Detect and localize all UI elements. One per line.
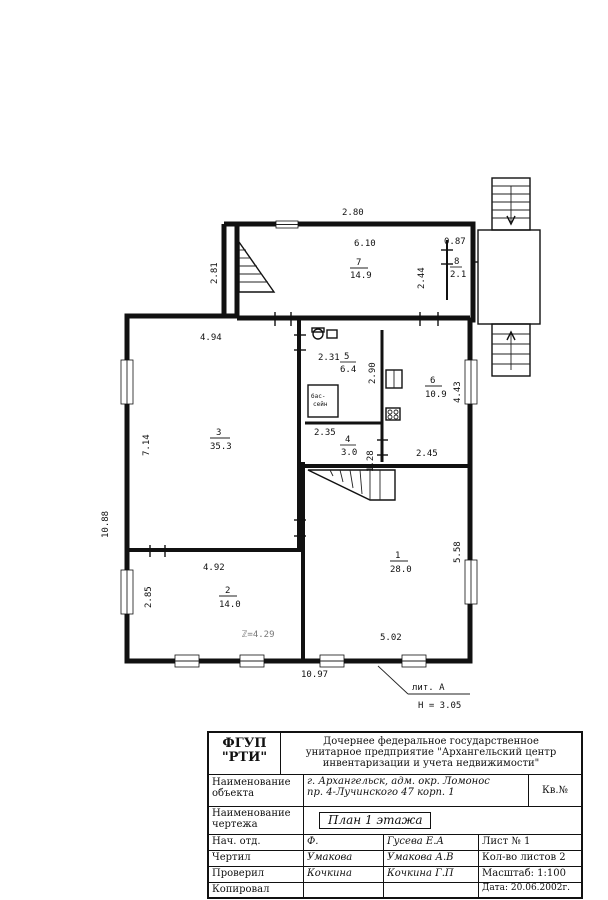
room-number: 4 (345, 435, 350, 445)
room-labels: 7 14.9 8 2.1 3 35.3 5 6.4 6 10.9 4 3.0 2… (210, 257, 466, 640)
room-area: 6.4 (340, 365, 356, 375)
sheet-count: Кол-во листов 2 (479, 851, 581, 867)
apt-label: Кв.№ (529, 775, 581, 807)
drawing-label: Наименование чертежа (209, 807, 304, 835)
room-area: 35.3 (210, 442, 232, 452)
dim-room7-height: 2.44 (417, 267, 427, 289)
signature (304, 883, 384, 899)
height-annotation: лит. А H = 3.05 (377, 665, 470, 711)
dim-room1-height: 5.58 (453, 541, 463, 563)
floor-plan: 2.80 0.87 6.10 2.81 2.44 4.94 2.31 2.90 … (101, 177, 541, 711)
room-area: 10.9 (425, 390, 447, 400)
room-area: 14.0 (219, 600, 241, 610)
dim-room3-width: 4.94 (200, 333, 222, 343)
toilet (312, 328, 324, 340)
scale: Масштаб: 1:100 (479, 867, 581, 883)
date: Дата: 20.06.2002г. (482, 883, 571, 893)
sink (326, 329, 338, 339)
org-name: Дочернее федеральное государственное уни… (281, 733, 581, 775)
stove (385, 407, 401, 421)
person-name (384, 883, 479, 899)
org-logo: ФГУП "РТИ" (209, 733, 281, 775)
dim-room5-height: 2.90 (368, 362, 378, 384)
room-number: 8 (454, 257, 459, 267)
dim-total-width: 10.97 (301, 670, 328, 680)
person-name: Кочкина Г.П (384, 867, 479, 883)
role-label: Нач. отд. (209, 835, 304, 851)
room-number: 2 (225, 586, 230, 596)
drawing-value: План 1 этажа (319, 812, 432, 830)
dim-top-width: 2.80 (342, 208, 364, 218)
room-area: 3.0 (341, 448, 357, 458)
outer-walls (124, 221, 476, 664)
signature: Умакова (304, 851, 384, 867)
person-name: Гусева Е.А (384, 835, 479, 851)
role-label: Чертил (209, 851, 304, 867)
fixtures (307, 327, 403, 421)
room-number: 3 (216, 428, 221, 438)
dim-room2-height: 2.85 (144, 586, 154, 608)
stairs-room7 (238, 239, 276, 293)
role-label: Проверил (209, 867, 304, 883)
role-label: Копировал (209, 883, 304, 899)
signature: Кочкина (304, 867, 384, 883)
room-area: 2.1 (450, 270, 466, 280)
lit-label: лит. А (412, 683, 445, 693)
height-label: H = 3.05 (418, 701, 461, 711)
dim-room5-width: 2.31 (318, 353, 340, 363)
bath-label: бас- (311, 393, 325, 400)
interior-walls (129, 240, 470, 661)
stairs-room1 (307, 469, 396, 501)
dim-right-total: 0.87 (444, 237, 466, 247)
dim-room6-width: 2.45 (416, 449, 438, 459)
dimension-labels: 2.80 0.87 6.10 2.81 2.44 4.94 2.31 2.90 … (101, 208, 466, 680)
person-name: Умакова А.В (384, 851, 479, 867)
room-number: 1 (395, 551, 400, 561)
room-number: 6 (430, 376, 435, 386)
dim-total-height: 10.88 (101, 511, 111, 538)
dim-room1-width: 5.02 (380, 633, 402, 643)
object-value: г. Архангельск, адм. окр. Ломонос пр. 4-… (304, 775, 529, 807)
drawing-value-cell: План 1 этажа (304, 807, 581, 835)
room-number: 7 (356, 258, 361, 268)
dim-room4-height: 1.28 (366, 450, 376, 472)
faint-note: ℤ=4.29 (242, 630, 275, 640)
windows (120, 220, 478, 668)
bath-label: сейн (313, 401, 328, 408)
sheet-info: Лист № 1 (479, 835, 581, 851)
dim-corridor-width: 6.10 (354, 239, 376, 249)
room-area: 14.9 (350, 271, 372, 281)
dim-left-top: 2.81 (210, 262, 220, 284)
dim-room3-height: 7.14 (142, 434, 152, 456)
dim-room2-width: 4.92 (203, 563, 225, 573)
object-label: Наименование объекта (209, 775, 304, 807)
title-block: ФГУП "РТИ" Дочернее федеральное государс… (207, 731, 583, 899)
external-stairs (473, 177, 541, 377)
dim-room6-height: 4.43 (453, 381, 463, 403)
door-marks (149, 249, 453, 557)
signature: Ф. (304, 835, 384, 851)
room-number: 5 (344, 352, 349, 362)
bath-tub (307, 384, 339, 418)
dim-room4-width: 2.35 (314, 428, 336, 438)
room-area: 28.0 (390, 565, 412, 575)
